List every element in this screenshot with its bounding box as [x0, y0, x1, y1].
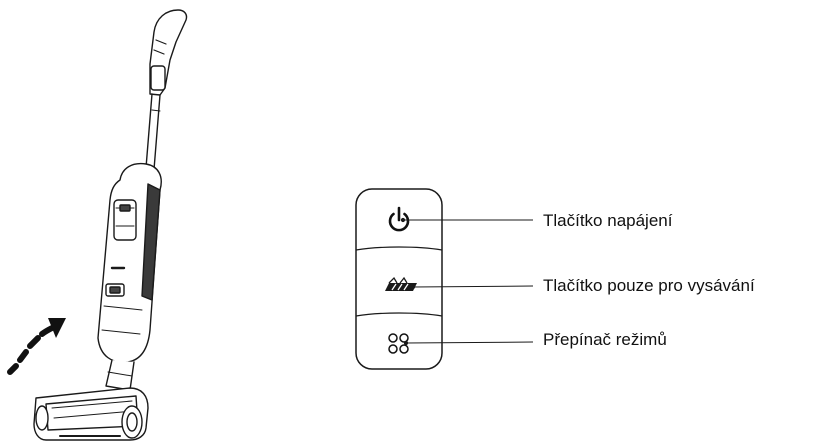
mode-switch-icon: [388, 333, 409, 354]
leader-line-vacuum: [412, 285, 534, 288]
power-icon: [388, 206, 410, 232]
vacuum-only-button-label: Tlačítko pouze pro vysávání: [543, 276, 755, 295]
vacuum-body: [97, 162, 162, 363]
vacuum-only-icon: [385, 276, 417, 291]
leader-lines: [400, 217, 534, 346]
vacuum-neck: [105, 359, 135, 391]
mode-switch-label: Přepínač režimů: [543, 330, 667, 349]
vacuum-illustration: [33, 9, 188, 441]
power-button-label: Tlačítko napájení: [543, 211, 673, 230]
leader-line-mode: [405, 341, 534, 344]
vacuum-floor-head: [33, 387, 149, 441]
mode-switch-button[interactable]: [362, 322, 436, 362]
power-button[interactable]: [362, 196, 436, 246]
vacuum-only-button[interactable]: [362, 256, 436, 310]
curved-arrow-icon: [7, 318, 66, 375]
control-panel: [355, 188, 443, 370]
vacuum-handle: [149, 9, 188, 96]
